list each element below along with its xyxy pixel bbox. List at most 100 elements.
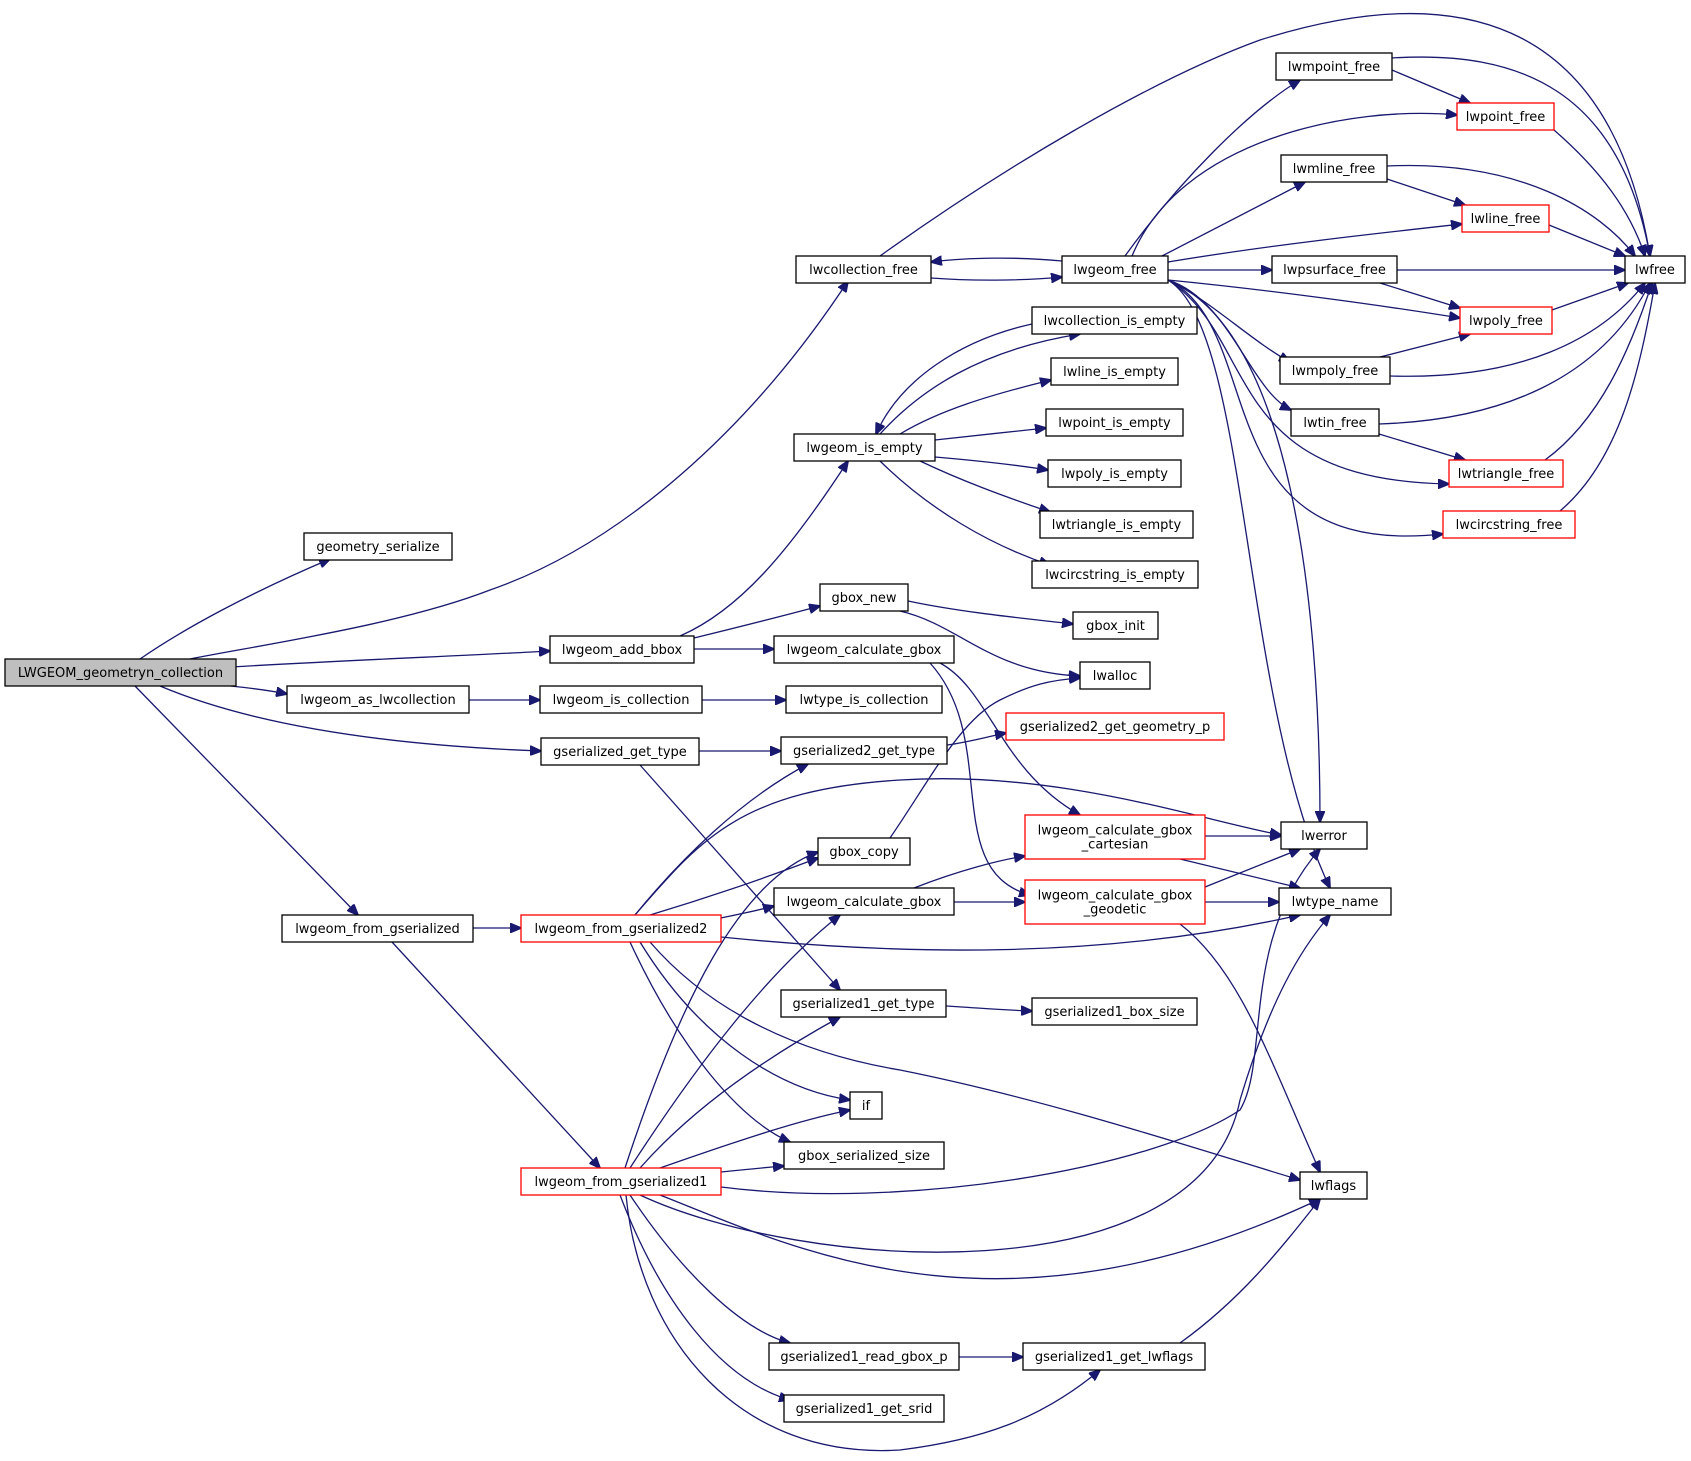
node-label: lwcircstring_is_empty (1045, 568, 1185, 583)
node-lwtype-name[interactable]: lwtype_name (1278, 887, 1392, 916)
node-label: lwmpoly_free (1292, 364, 1379, 379)
node-lwerror[interactable]: lwerror (1280, 821, 1368, 850)
node-lwtin-free[interactable]: lwtin_free (1290, 408, 1380, 437)
node-lwcircstring-free[interactable]: lwcircstring_free (1442, 510, 1576, 539)
node-lwmpoly-free[interactable]: lwmpoly_free (1279, 356, 1391, 385)
node-geometry-serialize[interactable]: geometry_serialize (303, 532, 453, 561)
node-lwalloc[interactable]: lwalloc (1079, 661, 1151, 690)
edge-lwgeom_from_gserialized1-to-lwtype_name (639, 915, 1330, 1253)
node-lwgeom-calculate-gbox-cartesian[interactable]: lwgeom_calculate_gbox_cartesian (1024, 814, 1206, 860)
edge-lwgeom_from_gserialized2-to-gbox_copy (649, 858, 818, 916)
node-gserialized2-get-type[interactable]: gserialized2_get_type (780, 736, 948, 765)
node-lwcircstring-is-empty[interactable]: lwcircstring_is_empty (1031, 560, 1199, 589)
node-label: lwmpoint_free (1288, 60, 1380, 75)
edge-lwgeom_from_gserialized1-to-gserialized1_get_type (639, 1017, 840, 1169)
node-label: lwgeom_calculate_gbox (787, 643, 942, 658)
node-gserialized1-get-srid[interactable]: gserialized1_get_srid (783, 1394, 945, 1423)
node-lwpoly-is-empty[interactable]: lwpoly_is_empty (1047, 459, 1182, 488)
node-lwline-is-empty[interactable]: lwline_is_empty (1050, 357, 1179, 386)
node-label: lwtype_is_collection (799, 693, 928, 708)
node-box (4, 658, 237, 687)
node-box (773, 635, 955, 664)
edge-lwgeom_is_empty-to-lwpoint_is_empty (934, 428, 1046, 441)
node-label: lwcollection_is_empty (1044, 314, 1186, 329)
nodes-layer: LWGEOM_geometryn_collection geometry_seri… (4, 52, 1686, 1423)
node-lwgeom-calculate-gbox2[interactable]: lwgeom_calculate_gbox (773, 887, 955, 916)
node-box (1045, 408, 1184, 437)
node-lwline-free[interactable]: lwline_free (1461, 204, 1550, 233)
node-lwgeom-add-bbox[interactable]: lwgeom_add_bbox (549, 635, 695, 664)
node-box (1459, 306, 1553, 335)
node-lwgeom-from-gserialized[interactable]: lwgeom_from_gserialized (281, 914, 474, 943)
node-lwgeom-calculate-gbox-geodetic[interactable]: lwgeom_calculate_gbox_geodetic (1024, 879, 1206, 925)
node-lwpoly-free[interactable]: lwpoly_free (1459, 306, 1553, 335)
node-gbox-init[interactable]: gbox_init (1072, 611, 1159, 640)
node-lwgeom-as-lwcollection[interactable]: lwgeom_as_lwcollection (286, 685, 470, 714)
node-lwflags[interactable]: lwflags (1299, 1171, 1368, 1200)
node-lwgeom-is-empty[interactable]: lwgeom_is_empty (793, 433, 936, 462)
node-gserialized1-get-lwflags[interactable]: gserialized1_get_lwflags (1022, 1342, 1206, 1371)
node-gserialized2-get-geometry-p[interactable]: gserialized2_get_geometry_p (1005, 712, 1225, 741)
edge-lwgeom_from_gserialized1-to-lwgeom_calculate_gbox2 (629, 915, 840, 1169)
node-lwgeom-from-gserialized2[interactable]: lwgeom_from_gserialized2 (520, 914, 722, 943)
node-lwgeom-from-gserialized1[interactable]: lwgeom_from_gserialized1 (520, 1167, 722, 1196)
node-box (1456, 102, 1555, 131)
edge-lwgeom_from_gserialized1-to-gbox_serialized_size (720, 1166, 784, 1173)
edge-gbox_new-to-lwalloc (899, 610, 1080, 676)
node-box (785, 685, 943, 714)
edge-gserialized1_get_type-to-gserialized1_box_size (945, 1005, 1032, 1011)
node-label: _cartesian (1081, 838, 1149, 853)
node-lwpoint-free[interactable]: lwpoint_free (1456, 102, 1555, 131)
edge-lwgeom_from_gserialized-to-lwgeom_from_gserialized1 (391, 941, 600, 1168)
node-box (1031, 306, 1198, 335)
edge-lwgeom_is_empty-to-lwcollection_is_empty (879, 334, 1080, 435)
edge-lwgeom_calculate_gbox_geodetic-to-lwflags (1179, 923, 1320, 1172)
node-box (303, 532, 453, 561)
node-box (1290, 408, 1380, 437)
node-box (1280, 154, 1388, 183)
edge-lwgeom_from_gserialized2-to-lwflags (649, 941, 1300, 1180)
edge-root-to-lwgeom_from_gserialized (134, 685, 358, 915)
node-lwgeom-calculate-gbox1[interactable]: lwgeom_calculate_gbox (773, 635, 955, 664)
node-gserialized-get-type[interactable]: gserialized_get_type (540, 737, 700, 766)
edge-lwgeom_is_empty-to-lwpoly_is_empty (934, 456, 1048, 470)
node-box (1079, 661, 1151, 690)
node-root[interactable]: LWGEOM_geometryn_collection (4, 658, 237, 687)
node-gserialized1-get-type[interactable]: gserialized1_get_type (780, 989, 947, 1018)
edge-lwcollection_free-to-lwfree (879, 12, 1650, 256)
node-lwtype-is-collection[interactable]: lwtype_is_collection (785, 685, 943, 714)
node-lwpoint-is-empty[interactable]: lwpoint_is_empty (1045, 408, 1184, 437)
node-gserialized1-box-size[interactable]: gserialized1_box_size (1031, 997, 1198, 1026)
node-gserialized1-read-gbox-p[interactable]: gserialized1_read_gbox_p (768, 1342, 960, 1371)
node-lwgeom-is-collection[interactable]: lwgeom_is_collection (539, 685, 703, 714)
edge-lwgeom_is_empty-to-lwcircstring_is_empty (879, 460, 1050, 565)
node-label: lwgeom_free (1073, 263, 1156, 278)
edge-root-to-geometry_serialize (139, 559, 330, 660)
node-label: lwmline_free (1293, 162, 1376, 177)
node-if[interactable]: if (849, 1091, 883, 1120)
node-label: gbox_serialized_size (798, 1149, 930, 1164)
node-lwtriangle-is-empty[interactable]: lwtriangle_is_empty (1039, 510, 1194, 539)
edge-lwgeom_from_gserialized2-to-if (639, 941, 850, 1100)
edge-lwpoly_free-to-lwfree (1551, 283, 1628, 311)
node-lwcollection-free[interactable]: lwcollection_free (795, 255, 932, 284)
node-lwcollection-is-empty[interactable]: lwcollection_is_empty (1031, 306, 1198, 335)
edge-lwmpoint_free-to-lwfree (1391, 56, 1650, 256)
node-box (1039, 510, 1194, 539)
node-gbox-serialized-size[interactable]: gbox_serialized_size (783, 1141, 945, 1170)
node-gbox-new[interactable]: gbox_new (819, 583, 909, 612)
node-box (783, 1141, 945, 1170)
node-box (768, 1342, 960, 1371)
node-lwtriangle-free[interactable]: lwtriangle_free (1448, 459, 1564, 488)
node-lwmpoint-free[interactable]: lwmpoint_free (1275, 52, 1393, 81)
node-lwmline-free[interactable]: lwmline_free (1280, 154, 1388, 183)
edge-lwmpoly_free-to-lwfree (1389, 283, 1645, 377)
edge-gserialized2_get_type-to-gserialized2_get_geometry_p (946, 733, 1006, 746)
node-box (1280, 821, 1368, 850)
node-box (1624, 255, 1686, 284)
node-gbox-copy[interactable]: gbox_copy (817, 837, 911, 866)
node-lwpsurface-free[interactable]: lwpsurface_free (1271, 255, 1398, 284)
node-label: gserialized1_read_gbox_p (780, 1350, 947, 1365)
node-lwgeom-free[interactable]: lwgeom_free (1061, 255, 1169, 284)
node-lwfree[interactable]: lwfree (1624, 255, 1686, 284)
